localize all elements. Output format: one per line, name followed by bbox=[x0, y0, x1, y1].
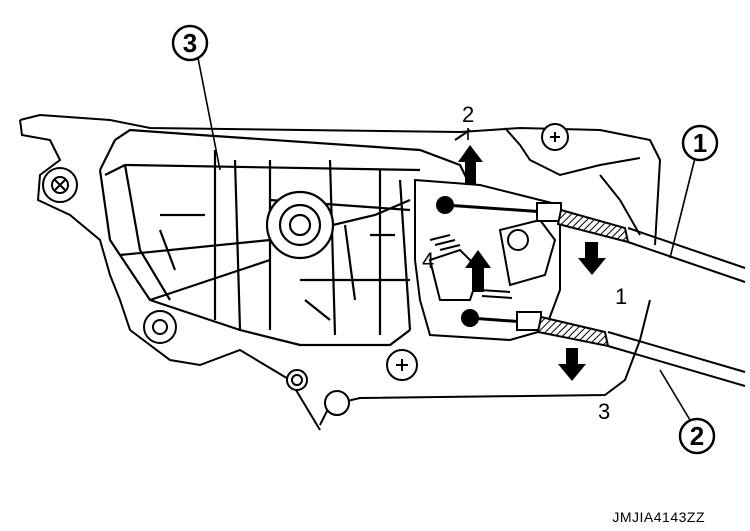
handle-pivot bbox=[265, 190, 335, 260]
step-label-1: 1 bbox=[615, 284, 627, 309]
arrow-up-step-4 bbox=[465, 250, 491, 292]
arrow-up-step-2 bbox=[458, 145, 483, 185]
mount-bolt-left bbox=[42, 167, 78, 203]
callout-1-text: 1 bbox=[693, 128, 707, 158]
leader-lines bbox=[197, 57, 696, 421]
clip-hole bbox=[286, 369, 350, 416]
step-label-2: 2 bbox=[462, 102, 474, 127]
mount-bolt-bottom bbox=[386, 349, 418, 381]
mount-bolt-top-right bbox=[541, 123, 569, 151]
arrow-down-step-3 bbox=[558, 348, 586, 381]
figure-code: JMJIA4143ZZ bbox=[612, 509, 705, 525]
lever-assembly bbox=[414, 178, 561, 342]
callout-3-text: 3 bbox=[183, 28, 197, 58]
mount-bolt-lower-left bbox=[143, 310, 177, 344]
inside-handle-bracket bbox=[98, 128, 476, 347]
door-panel-outline bbox=[19, 113, 662, 431]
callout-3: 3 bbox=[171, 24, 209, 62]
callout-2: 2 bbox=[678, 417, 716, 455]
callout-1: 1 bbox=[681, 124, 719, 162]
step-label-3: 3 bbox=[598, 399, 610, 424]
cable-upper bbox=[444, 202, 746, 283]
arrow-down-step-1 bbox=[578, 242, 606, 275]
cable-lower bbox=[469, 311, 746, 387]
callout-2-text: 2 bbox=[690, 421, 704, 451]
step-label-4: 4 bbox=[422, 248, 434, 273]
